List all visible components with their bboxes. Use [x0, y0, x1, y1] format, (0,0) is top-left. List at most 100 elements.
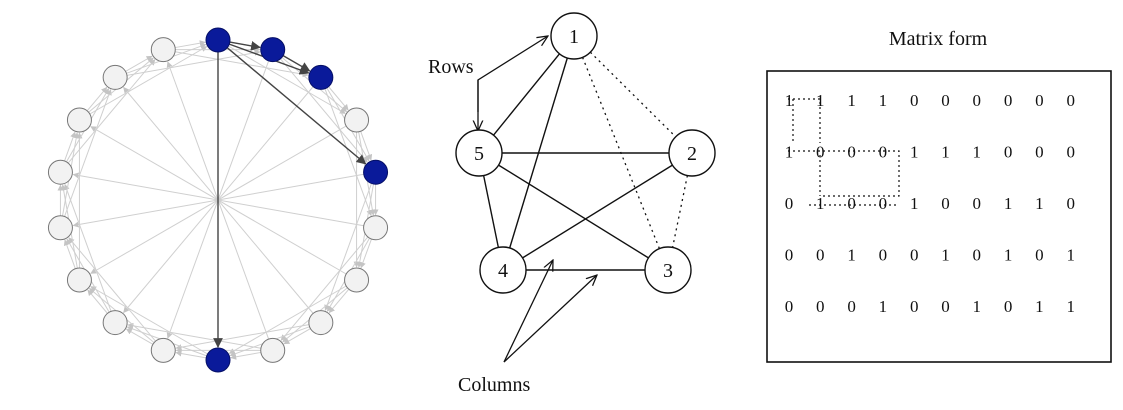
matrix-cell: 0: [941, 297, 950, 316]
matrix-cell: 0: [816, 297, 825, 316]
matrix-cell: 0: [1035, 246, 1044, 265]
matrix-cell: 1: [847, 91, 856, 110]
graph-edge: [63, 239, 76, 269]
matrix-cell: 0: [941, 91, 950, 110]
graph-edge: [64, 131, 76, 162]
highlighted-node: [363, 159, 389, 185]
matrix-cell: 1: [1035, 297, 1044, 316]
graph-edge: [125, 55, 153, 72]
matrix-cell: 0: [941, 194, 950, 213]
highlighted-node: [205, 347, 231, 373]
graph-edge: [87, 289, 108, 314]
graph-edge: [324, 88, 373, 217]
rows-label: Rows: [428, 56, 474, 78]
highlighted-node: [308, 64, 334, 90]
matrix-panel: Matrix form 1 1 1 1 0 0 0 0 0 0 1 0 0 0 1 1 1 0 0 0 0 1 0 0 1 0 0 1…: [766, 28, 1112, 363]
matrix-cell: 0: [910, 297, 919, 316]
solid-edge: [498, 164, 649, 259]
graph-edge: [175, 40, 206, 49]
node-circle: [455, 129, 503, 177]
matrix-cell: 0: [816, 246, 825, 265]
dotted-edge: [589, 51, 677, 138]
matrix-title: Matrix form: [889, 28, 988, 50]
circular-graph-highlight-edges: [213, 41, 367, 348]
node-label: 4: [498, 260, 508, 282]
matrix-cell: 0: [816, 143, 825, 162]
graph-edge: [175, 324, 310, 351]
pentagon-nodes: 1 2 3 4 5: [455, 12, 716, 294]
dotted-edge: [671, 175, 689, 248]
solid-edge: [482, 175, 500, 248]
matrix-cell: 1: [1035, 194, 1044, 213]
pentagon-node-2: 2: [668, 129, 716, 177]
matrix-cell: 1: [973, 297, 982, 316]
matrix-dotted-paths: [788, 98, 900, 206]
matrix-cell: 0: [973, 246, 982, 265]
graph-edge: [360, 238, 372, 269]
matrix-cell: 0: [879, 246, 888, 265]
node-circle: [550, 12, 598, 60]
matrix-cell: 1: [816, 194, 825, 213]
graph-node: [308, 310, 334, 336]
highlighted-node: [205, 27, 231, 53]
pentagon-node-1: 1: [550, 12, 598, 60]
graph-edge: [360, 131, 373, 161]
matrix-cell: 1: [1066, 246, 1075, 265]
matrix-cell: 0: [785, 194, 794, 213]
pentagon-edges: [482, 51, 689, 271]
graph-edge: [228, 45, 346, 114]
solid-edge: [492, 53, 561, 136]
matrix-cell: 1: [941, 246, 950, 265]
matrix-cell: 1: [785, 143, 794, 162]
graph-edge: [228, 285, 347, 354]
graph-node: [344, 107, 370, 133]
matrix-cell: 1: [816, 91, 825, 110]
node-circle: [668, 129, 716, 177]
graph-node: [102, 64, 128, 90]
graph-node: [66, 107, 92, 133]
graph-node: [344, 267, 370, 293]
graph-edge: [90, 286, 208, 355]
pentagon-node-3: 3: [644, 246, 692, 294]
matrix-cell: 1: [973, 143, 982, 162]
graph-edge: [127, 322, 261, 349]
matrix-cell: 1: [879, 91, 888, 110]
matrix-cell: 1: [941, 143, 950, 162]
graph-node: [363, 215, 389, 241]
graph-edge: [283, 328, 311, 345]
graph-node: [66, 267, 92, 293]
matrix-cell: 0: [847, 194, 856, 213]
node-label: 5: [474, 143, 484, 165]
graph-edge: [328, 288, 350, 314]
graph-edge: [67, 59, 156, 164]
matrix-cell: 0: [1066, 143, 1075, 162]
columns-arrows: [503, 260, 597, 363]
matrix-cell: 1: [910, 194, 919, 213]
graph-edge: [175, 350, 207, 359]
graph-edge: [280, 236, 369, 341]
matrix-cell: 0: [1004, 143, 1013, 162]
matrix-cell: 0: [910, 246, 919, 265]
matrix-cell: 0: [1004, 91, 1013, 110]
matrix-cell: 1: [1004, 194, 1013, 213]
matrix-cell: 0: [910, 91, 919, 110]
matrix-cell: 0: [879, 194, 888, 213]
node-label: 1: [569, 26, 579, 48]
node-label: 2: [687, 143, 697, 165]
matrix-cell: 0: [1066, 194, 1075, 213]
matrix-frame: [766, 70, 1112, 363]
highlight-edge: [226, 47, 367, 165]
graph-edge: [89, 46, 208, 115]
node-circle: [479, 246, 527, 294]
highlighted-node: [260, 37, 286, 63]
matrix-cell: 0: [847, 143, 856, 162]
graph-edge: [230, 351, 261, 360]
node-label: 3: [663, 260, 673, 282]
graph-edge: [328, 86, 349, 111]
matrix-cell: 0: [847, 297, 856, 316]
matrix-cell: 1: [847, 246, 856, 265]
circular-graph: [47, 27, 389, 373]
